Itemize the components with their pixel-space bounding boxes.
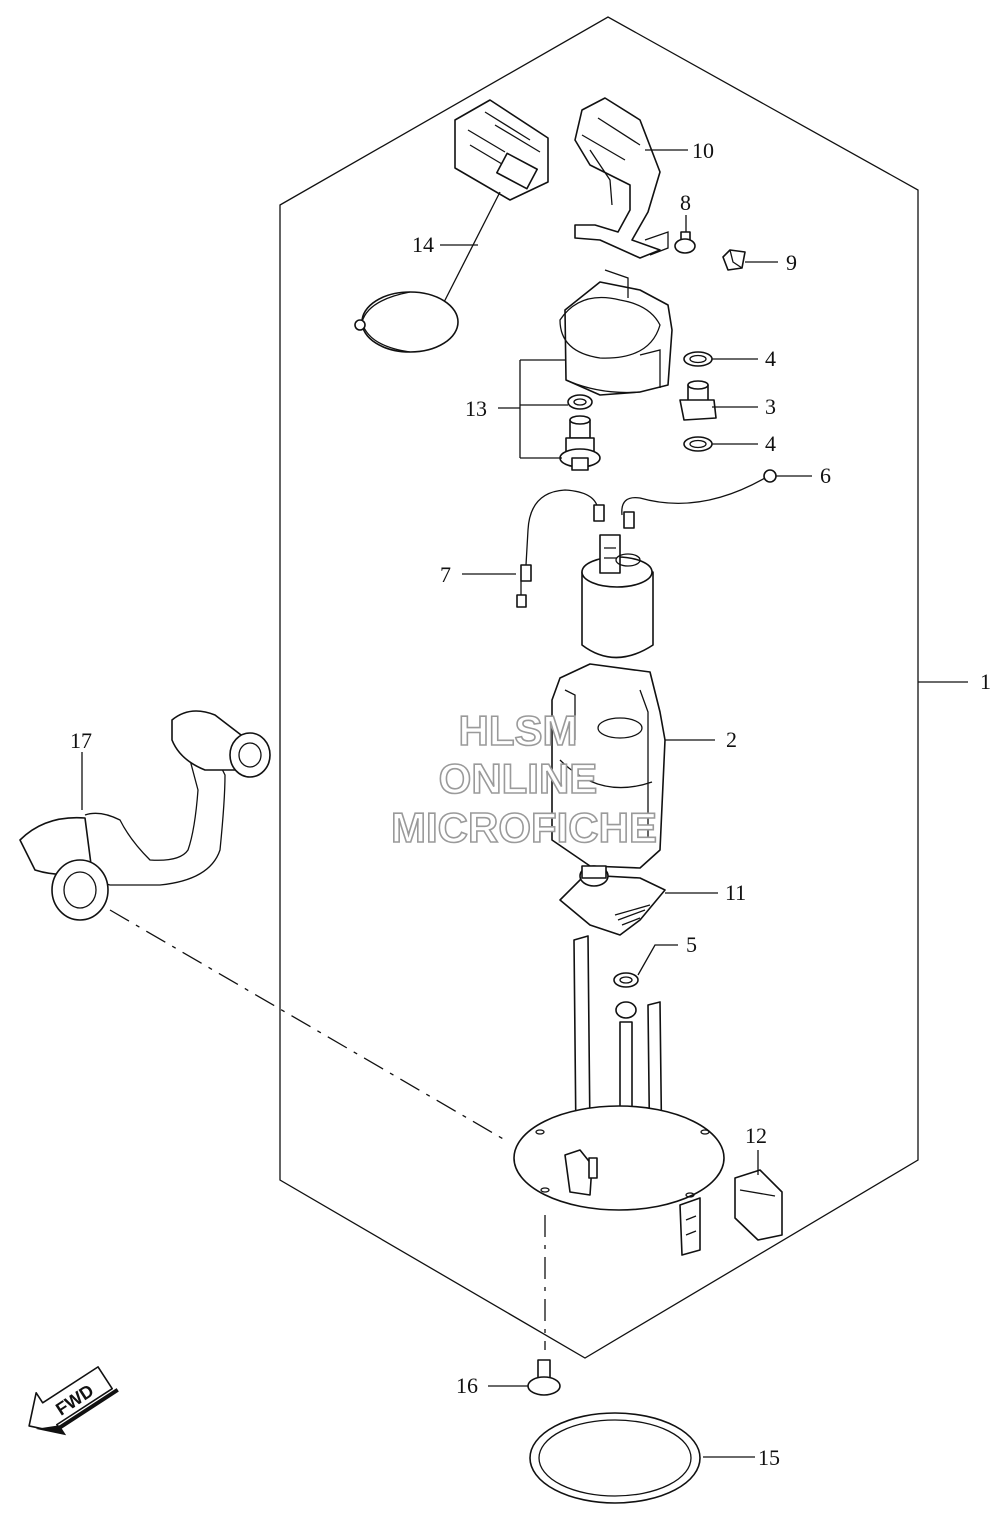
part-13-o-ring xyxy=(567,394,593,410)
part-12-cushion xyxy=(734,1169,783,1241)
callout-7: 7 xyxy=(440,562,451,587)
callout-6: 6 xyxy=(820,463,831,488)
part-7-lead-wire xyxy=(516,489,605,608)
part-10-bracket xyxy=(574,97,669,259)
part-11-fuel-filter xyxy=(559,865,666,936)
callout-10: 10 xyxy=(692,138,714,163)
callout-15: 15 xyxy=(758,1445,780,1470)
part-9-clip xyxy=(722,249,746,271)
callout-17: 17 xyxy=(70,728,92,753)
part-6-lead-wire xyxy=(621,469,777,529)
fwd-arrow-icon: FWD xyxy=(28,1366,119,1436)
part-2-pump-case xyxy=(551,663,666,869)
callout-13: 13 xyxy=(465,396,487,421)
callout-8: 8 xyxy=(680,190,691,215)
part-15-gasket xyxy=(529,1412,701,1504)
callout-3: 3 xyxy=(765,394,776,419)
assembly-outline xyxy=(279,16,919,1359)
callout-5: 5 xyxy=(686,932,697,957)
watermark: HLSM ONLINE MICROFICHE xyxy=(390,706,658,852)
callout-1: 1 xyxy=(980,669,991,694)
watermark-line-2: ONLINE xyxy=(439,755,598,802)
pump-bracket-flange xyxy=(513,935,725,1256)
part-13-pressure-regulator xyxy=(559,415,601,471)
callout-12: 12 xyxy=(745,1123,767,1148)
part-4-o-ring-lower xyxy=(683,436,713,452)
callout-16: 16 xyxy=(456,1373,478,1398)
watermark-line-3: MICROFICHE xyxy=(391,804,657,851)
leader-lines xyxy=(81,149,968,1458)
part-14-fuel-level-gauge xyxy=(354,99,549,353)
callout-14: 14 xyxy=(412,232,434,257)
hose-centerline xyxy=(109,909,506,1141)
callout-2: 2 xyxy=(726,727,737,752)
callout-4-lower: 4 xyxy=(765,431,776,456)
watermark-line-1: HLSM xyxy=(459,707,578,754)
part-13-filter-cover xyxy=(559,269,673,396)
part-17-fuel-hose xyxy=(19,710,271,921)
fuel-pump-motor xyxy=(581,534,654,659)
part-5-o-ring xyxy=(613,972,639,988)
part-3-pressure-sensor xyxy=(679,380,717,421)
part-4-o-ring-upper xyxy=(683,351,713,367)
part-8-screw xyxy=(674,231,696,254)
part-16-screw xyxy=(527,1359,561,1396)
callout-9: 9 xyxy=(786,250,797,275)
callout-11: 11 xyxy=(725,880,746,905)
callout-4-upper: 4 xyxy=(765,346,776,371)
